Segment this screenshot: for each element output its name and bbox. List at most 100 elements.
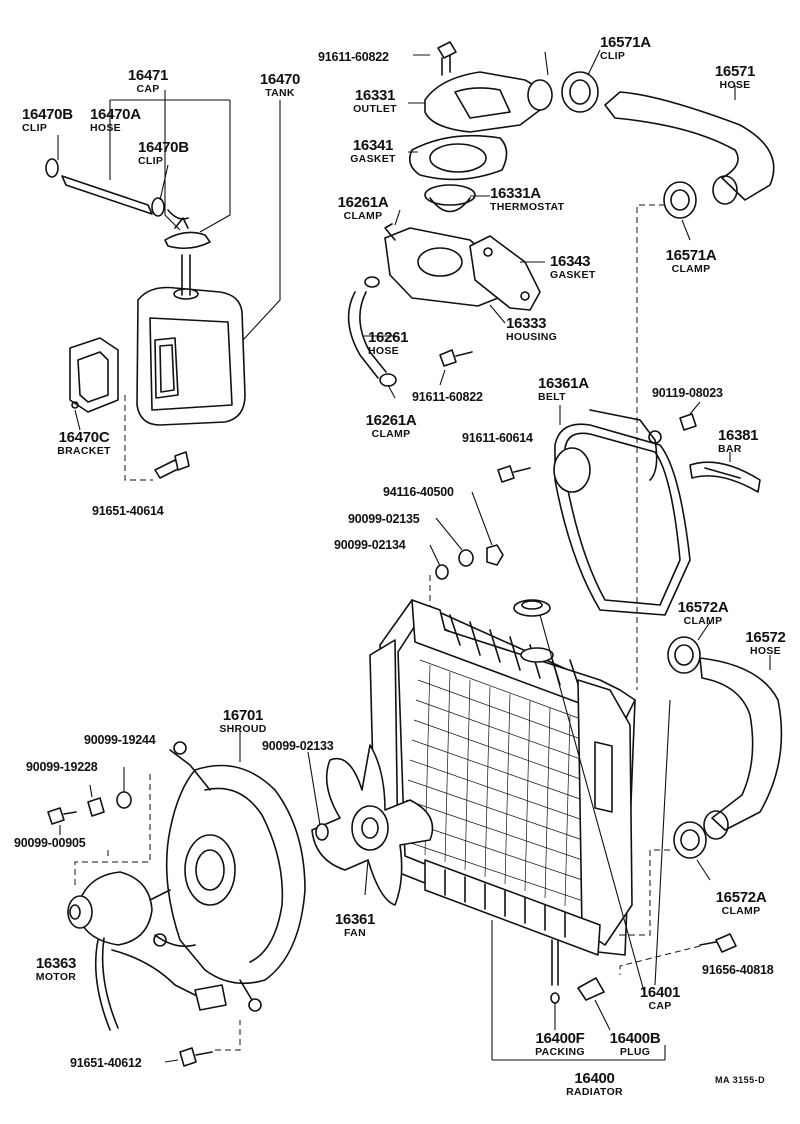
part-name: BAR bbox=[718, 443, 742, 455]
adjusting-bar bbox=[689, 461, 761, 493]
diagram-code: MA 3155-D bbox=[715, 1075, 766, 1085]
part-number: 16400 bbox=[574, 1070, 615, 1087]
part-name: CAP bbox=[136, 83, 160, 95]
part-name: HOUSING bbox=[506, 331, 558, 343]
part-number: 16470C bbox=[58, 429, 110, 446]
part-number: 16470B bbox=[138, 139, 189, 156]
part-name: HOSE bbox=[90, 122, 121, 134]
label-16363: 16363 MOTOR bbox=[26, 956, 86, 983]
reservoir-tank bbox=[136, 286, 246, 426]
bolt-91611-60822-housing bbox=[439, 349, 457, 367]
part-name: PLUG bbox=[619, 1046, 651, 1058]
part-name: MOTOR bbox=[35, 971, 77, 983]
part-number: 16401 bbox=[639, 984, 681, 1001]
nut-94116-40500 bbox=[486, 544, 504, 566]
part-name: CLAMP bbox=[721, 905, 761, 917]
part-number: 16341 bbox=[352, 137, 394, 154]
part-number: 16572 bbox=[745, 629, 786, 646]
bolt-90119-08023 bbox=[679, 413, 697, 431]
part-number: 16343 bbox=[550, 253, 591, 270]
bolt-label-b2: 91611-60822 bbox=[412, 390, 483, 404]
overflow-hose bbox=[61, 175, 153, 215]
label-16261: 16261 HOSE bbox=[368, 330, 423, 357]
label-16571: 16571 HOSE bbox=[705, 64, 765, 91]
label-16470: 16470 TANK bbox=[255, 72, 305, 99]
label-16470C: 16470C BRACKET bbox=[44, 430, 124, 457]
label-16400: 16400 RADIATOR bbox=[552, 1071, 637, 1098]
belt-group bbox=[497, 401, 761, 616]
label-16401: 16401 CAP bbox=[635, 985, 685, 1012]
reservoir-tank-group bbox=[45, 90, 281, 481]
label-16261A-2: 16261A CLAMP bbox=[356, 413, 426, 440]
part-name: GASKET bbox=[350, 153, 396, 165]
part-name: GASKET bbox=[550, 269, 596, 281]
part-number: 16470B bbox=[22, 106, 73, 123]
part-name: CLIP bbox=[22, 122, 48, 134]
upper-hose-group bbox=[561, 49, 775, 690]
part-number: 16331A bbox=[490, 185, 541, 202]
label-16343: 16343 GASKET bbox=[550, 254, 610, 281]
part-number: 16361 bbox=[334, 911, 376, 928]
thermostat-group bbox=[347, 41, 553, 399]
reservoir-cap bbox=[164, 231, 211, 250]
bolt-label-b7: 90099-02135 bbox=[348, 512, 420, 526]
bolt-90099-19244 bbox=[116, 791, 132, 809]
part-number: 16571 bbox=[714, 63, 756, 80]
part-name: TANK bbox=[265, 87, 295, 99]
bolt-label-b9: 90099-19244 bbox=[84, 733, 156, 747]
part-name: CLIP bbox=[600, 50, 626, 62]
bolt-90099-00905 bbox=[47, 807, 65, 825]
part-number: 16331 bbox=[354, 87, 396, 104]
label-16361: 16361 FAN bbox=[330, 912, 380, 939]
label-16333: 16333 HOUSING bbox=[506, 316, 576, 343]
fan-shroud bbox=[165, 764, 306, 985]
fan-motor bbox=[79, 871, 153, 946]
bypass-hose bbox=[347, 291, 387, 379]
part-name: FAN bbox=[344, 927, 366, 939]
bolt-label-b14: 91656-40818 bbox=[702, 963, 774, 977]
label-16470A: 16470A HOSE bbox=[90, 107, 165, 134]
part-number: 16400F bbox=[535, 1030, 585, 1047]
part-name: RADIATOR bbox=[566, 1086, 623, 1098]
part-name: HOSE bbox=[750, 645, 781, 657]
part-name: HOSE bbox=[368, 345, 399, 357]
fan-group bbox=[47, 730, 434, 1067]
water-outlet bbox=[424, 71, 542, 133]
bolt-label-b1: 91611-60822 bbox=[318, 50, 389, 64]
part-number: 16572A bbox=[715, 889, 767, 906]
label-16400F: 16400F PACKING bbox=[525, 1031, 595, 1058]
motor-connector bbox=[194, 984, 227, 1011]
label-16331: 16331 OUTLET bbox=[340, 88, 410, 115]
part-name: OUTLET bbox=[353, 103, 397, 115]
bolt-91651-40612 bbox=[179, 1047, 197, 1067]
bolt-90099-19228 bbox=[87, 797, 105, 817]
label-16361A: 16361A BELT bbox=[538, 376, 608, 403]
bolt-label-b12: 90099-02133 bbox=[262, 739, 334, 753]
bolt-label-b6: 94116-40500 bbox=[383, 485, 454, 499]
bolt-label-b13: 91651-40612 bbox=[70, 1056, 142, 1070]
label-16471: 16471 CAP bbox=[118, 68, 178, 95]
label-16701: 16701 SHROUD bbox=[208, 708, 278, 735]
bolt-91656-40818 bbox=[715, 933, 737, 953]
part-name: BRACKET bbox=[57, 445, 111, 457]
part-number: 16363 bbox=[35, 955, 77, 972]
label-16470B-1: 16470B CLIP bbox=[22, 107, 82, 134]
part-number: 16261A bbox=[337, 194, 389, 211]
thermostat bbox=[424, 184, 476, 206]
bolt-label-b11: 90099-00905 bbox=[14, 836, 86, 850]
bolt-label-b8: 90099-02134 bbox=[334, 538, 406, 552]
part-name: CLIP bbox=[138, 155, 164, 167]
part-number: 16571A bbox=[600, 34, 651, 51]
label-16571A-1: 16571A CLIP bbox=[600, 35, 670, 62]
bolt-91611-60822-top bbox=[437, 41, 457, 59]
part-number: 16381 bbox=[718, 427, 759, 444]
label-16341: 16341 GASKET bbox=[338, 138, 408, 165]
part-number: 16572A bbox=[677, 599, 729, 616]
label-16381: 16381 BAR bbox=[718, 428, 778, 455]
upper-hose bbox=[604, 91, 775, 201]
label-16572A-1: 16572A CLAMP bbox=[668, 600, 738, 627]
label-16571A-2: 16571A CLAMP bbox=[656, 248, 726, 275]
housing-gasket bbox=[469, 235, 541, 311]
label-16572: 16572 HOSE bbox=[738, 630, 793, 657]
